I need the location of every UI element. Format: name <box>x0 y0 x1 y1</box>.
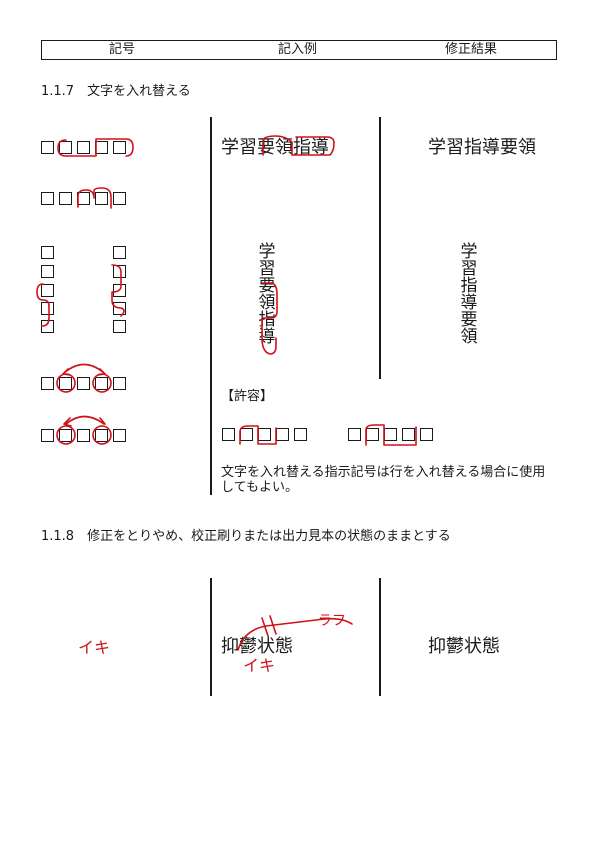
mark-iki: イキ <box>78 638 111 657</box>
example-horizontal: 学習要領指導 <box>221 137 329 158</box>
header-symbol: 記号 <box>109 42 136 57</box>
header-result: 修正結果 <box>445 42 498 57</box>
column-divider-right-118 <box>379 578 381 696</box>
result-vertical: 学習指導要領 <box>460 242 478 347</box>
allowance-label: 【許容】 <box>221 389 274 404</box>
section-title-118: 1.1.8 修正をとりやめ、校正刷りまたは出力見本の状態のままとする <box>41 529 451 544</box>
result-horizontal: 学習指導要領 <box>428 137 536 158</box>
example-iki: イキ <box>243 656 276 675</box>
column-divider-left-117 <box>210 117 212 495</box>
column-divider-right-117 <box>379 117 381 379</box>
allowance-note: 文字を入れ替える指示記号は行を入れ替える場合に使用してもよい。 <box>221 465 546 495</box>
header-table: 記号 記入例 修正結果 <box>41 40 557 60</box>
section-title-117: 1.1.7 文字を入れ替える <box>41 84 191 99</box>
column-divider-left-118 <box>210 578 212 696</box>
result-text-118: 抑鬱状態 <box>428 636 500 657</box>
arrow-mark-2 <box>63 415 106 427</box>
correction-text: ラフ <box>318 613 346 629</box>
example-vertical: 学習要領指導 <box>258 242 276 347</box>
example-text-118: 抑鬱状態 <box>221 636 293 657</box>
arrow-mark-1 <box>62 363 106 376</box>
header-example: 記入例 <box>278 42 318 57</box>
